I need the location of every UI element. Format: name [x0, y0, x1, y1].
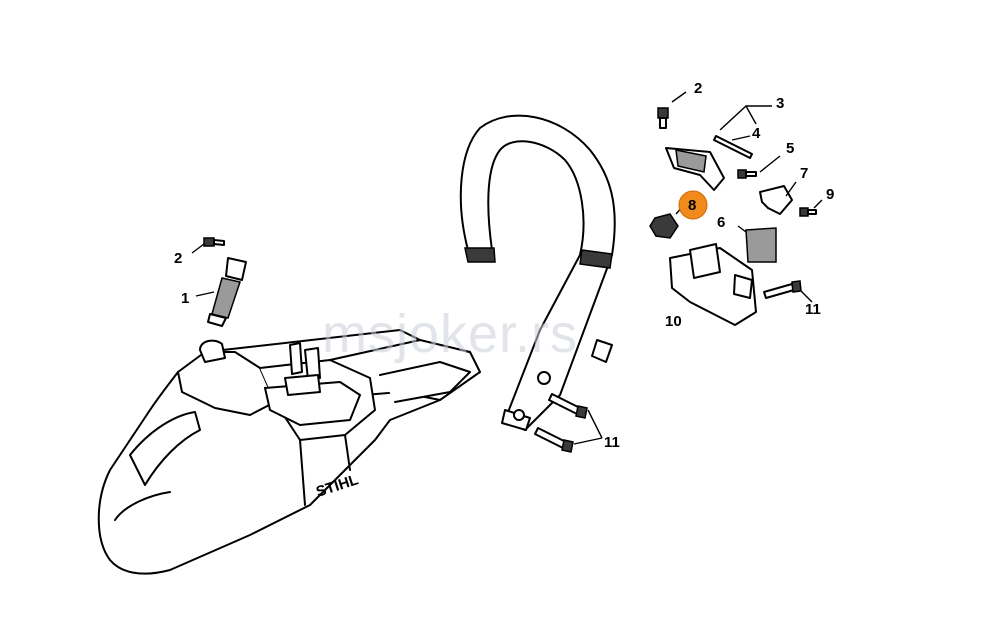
callout-6[interactable]: 6 — [717, 214, 725, 231]
callouts: 1 2 2 3 4 5 6 7 8 9 10 11 11 — [174, 80, 834, 451]
part-8-buffer — [649, 213, 679, 239]
part-11-screw-upper — [548, 393, 588, 419]
part-11-screw-lower — [534, 427, 574, 453]
callout-10[interactable]: 10 — [665, 313, 682, 330]
part-9-screw — [799, 207, 817, 217]
part-3-spring-housing — [665, 147, 725, 191]
highlight-marker[interactable] — [678, 190, 708, 220]
handlebar — [459, 114, 616, 431]
callout-2-right[interactable]: 2 — [694, 80, 702, 97]
callout-11-bottom[interactable]: 11 — [604, 434, 620, 451]
callout-11-right[interactable]: 11 — [805, 301, 821, 318]
watermark: msjoker.rs — [322, 304, 578, 364]
housing — [97, 329, 481, 575]
callout-9[interactable]: 9 — [826, 186, 834, 203]
part-10-bracket — [669, 243, 757, 326]
callout-4[interactable]: 4 — [752, 125, 761, 142]
part-7-buffer — [759, 185, 793, 215]
callout-5[interactable]: 5 — [786, 140, 794, 157]
leader-lines — [191, 91, 823, 445]
callout-2-left[interactable]: 2 — [174, 250, 182, 267]
part-2-screw-right — [657, 107, 669, 129]
part-4-pin — [713, 135, 753, 159]
part-6-spring — [745, 227, 777, 263]
callout-3[interactable]: 3 — [776, 95, 784, 112]
part-11-screw-right — [763, 280, 802, 299]
callout-7[interactable]: 7 — [800, 165, 808, 182]
part-5-screw — [737, 169, 757, 179]
callout-1[interactable]: 1 — [181, 290, 189, 307]
part-2-screw-left — [203, 237, 225, 247]
part-1-spring — [207, 257, 247, 327]
callout-8[interactable]: 8 — [688, 197, 696, 214]
